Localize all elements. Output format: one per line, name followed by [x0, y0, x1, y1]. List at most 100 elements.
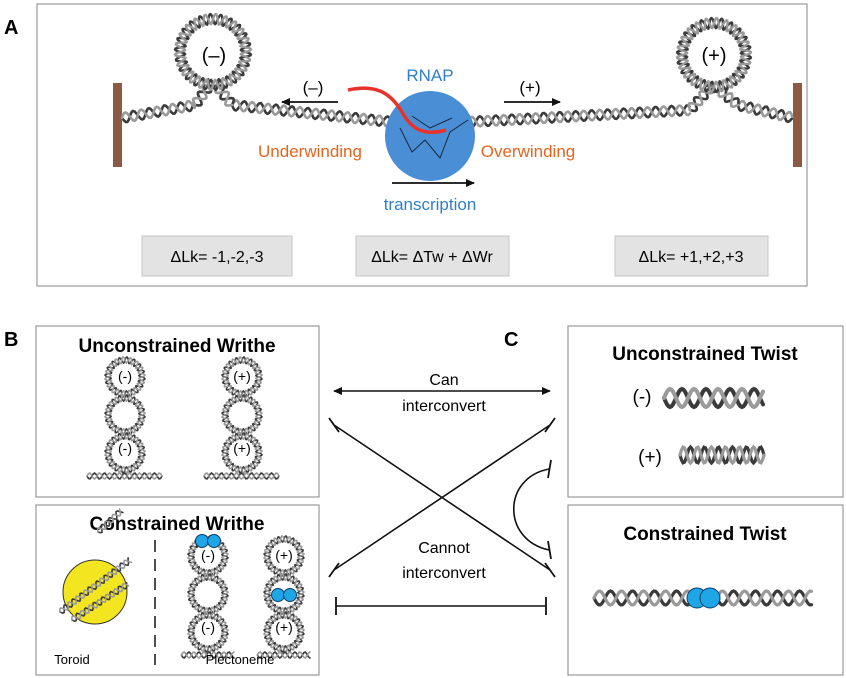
dna-strand	[173, 12, 253, 92]
dna-strand	[736, 99, 794, 122]
connector-bar-end	[544, 417, 556, 433]
dna-strand	[96, 508, 122, 533]
ucw-neg-bottom: (-)	[118, 440, 132, 456]
dna-strand	[715, 589, 814, 607]
rnap-circle	[385, 91, 475, 181]
connector-bar-end	[547, 540, 552, 560]
dna-strand	[104, 432, 146, 474]
panel-a-frame	[36, 3, 808, 287]
dna-strand	[221, 394, 263, 436]
constrained-writhe-box	[35, 504, 320, 676]
constrained-writhe-title: Constrained Writhe	[90, 514, 265, 535]
can-label-line2: interconvert	[402, 398, 486, 415]
panel-b-letter: B	[4, 329, 18, 351]
dna-strand	[203, 471, 280, 481]
dna-strand	[71, 582, 130, 621]
dna-strand	[263, 535, 305, 577]
anchor-post-left	[113, 83, 122, 167]
bound-protein-icon	[195, 534, 209, 548]
cannot-label-line1: Cannot	[418, 540, 470, 557]
ucw-pos-bottom: (+)	[233, 440, 251, 456]
ucw-pos-top: (+)	[233, 368, 251, 384]
panel-c-letter: C	[504, 329, 518, 351]
unconstrained-writhe-box	[35, 325, 320, 498]
arrow-left-sign: (–)	[303, 78, 324, 97]
dna-strand	[58, 559, 133, 613]
dna-strand	[466, 104, 692, 128]
unconstrained-twist-title: Unconstrained Twist	[612, 344, 798, 365]
lk-box-left	[141, 235, 293, 277]
twist-neg-sign: (-)	[633, 387, 652, 408]
overwinding-label: Overwinding	[481, 142, 576, 161]
dna-strand	[592, 589, 692, 607]
dna-helix-panel-a	[120, 12, 794, 129]
cw-pos-bottom: (+)	[275, 619, 293, 635]
lk-box-middle-text: ΔLk= ΔTw + ΔWr	[371, 249, 493, 266]
dna-strand	[263, 611, 305, 653]
bound-protein-icon	[271, 588, 285, 602]
dna-strand	[104, 394, 146, 436]
dna-strand	[221, 394, 263, 436]
cannot-label-backdrop	[404, 532, 486, 586]
dna-strand	[662, 386, 765, 410]
dna-strand	[230, 99, 393, 128]
rna-transcript-icon	[347, 86, 447, 134]
plectoneme-drawings	[86, 356, 311, 660]
toroid-dna	[58, 508, 133, 623]
dna-strand	[256, 650, 311, 660]
dna-strand	[221, 432, 263, 474]
dna-strand	[180, 650, 235, 660]
bound-protein-icon	[283, 588, 297, 602]
dna-strand	[120, 101, 196, 124]
underwinding-label: Underwinding	[258, 142, 362, 161]
cannot-label-line2: interconvert	[402, 565, 486, 582]
dna-strand	[592, 589, 692, 607]
loop-right-sign: (+)	[702, 45, 727, 67]
dna-strand	[263, 573, 305, 615]
dna-strand	[187, 573, 229, 615]
lk-box-right	[614, 235, 769, 277]
dna-strand	[187, 573, 229, 615]
can-label-line1: Can	[429, 372, 458, 389]
dna-strand	[120, 99, 197, 123]
cannot-connector-diag-2	[333, 424, 551, 571]
dna-strand	[104, 394, 146, 436]
dna-strand	[256, 650, 311, 660]
dna-strand	[675, 16, 753, 94]
dna-strand	[59, 557, 130, 614]
constrained-twist-box	[567, 504, 844, 676]
arrow-right-sign: (+)	[519, 78, 540, 97]
rnap-label: RNAP	[406, 66, 453, 85]
dna-strand	[203, 471, 280, 481]
dna-strand	[86, 471, 163, 481]
cw-neg-bottom: (-)	[201, 619, 215, 635]
dna-strand	[187, 611, 229, 653]
dna-inside-rnap	[399, 115, 469, 159]
lk-box-right-text: ΔLk= +1,+2,+3	[639, 249, 744, 266]
lk-box-middle	[355, 235, 510, 277]
cw-neg-top: (-)	[201, 547, 215, 563]
constrained-twist-title: Constrained Twist	[623, 524, 787, 545]
bound-protein-icon	[699, 587, 721, 609]
dna-strand	[180, 650, 235, 660]
connector-bar-end	[544, 562, 556, 578]
twist-dna-segments	[592, 386, 814, 607]
connector-bar-end	[328, 417, 340, 433]
dna-strand	[466, 103, 691, 129]
loop-left-sign: (–)	[202, 45, 226, 67]
dna-strand	[86, 471, 163, 481]
toroid-label: Toroid	[54, 652, 89, 667]
dna-strand	[104, 356, 146, 398]
ucw-neg-top: (-)	[118, 368, 132, 384]
plectoneme-label: Plectoneme	[206, 652, 275, 667]
unconstrained-twist-box	[567, 325, 844, 498]
lk-box-left-text: ΔLk= -1,-2,-3	[171, 249, 264, 266]
cw-pos-top: (+)	[275, 547, 293, 563]
toroid-protein	[62, 559, 128, 625]
twist-pos-sign: (+)	[638, 447, 662, 468]
dna-strand	[736, 101, 794, 124]
dna-strand	[715, 589, 814, 607]
unconstrained-writhe-title: Unconstrained Writhe	[78, 336, 275, 357]
anchor-post-right	[793, 83, 802, 167]
